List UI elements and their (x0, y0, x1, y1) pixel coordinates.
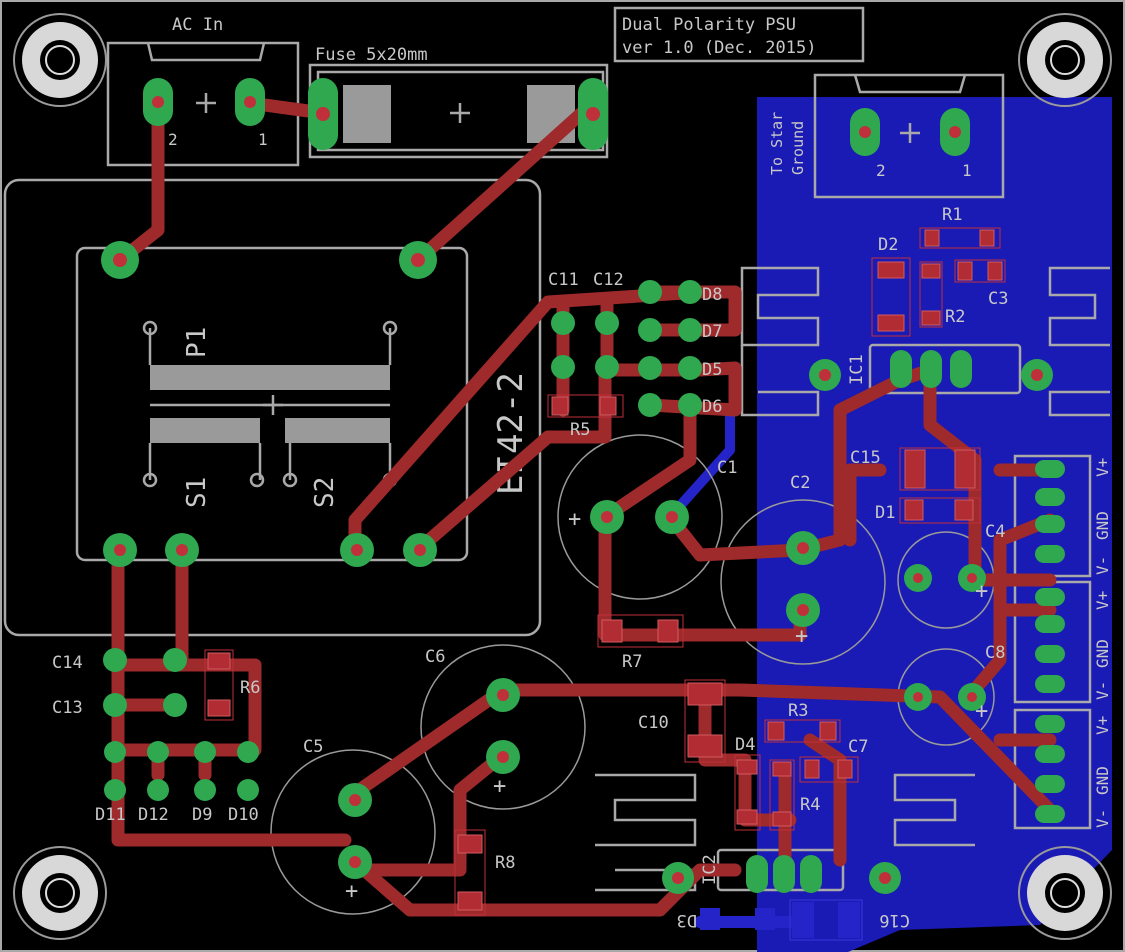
label-c5: C5 (303, 737, 323, 757)
ac-in-label: AC In (172, 15, 223, 35)
transformer: P1 S1 S2 EI42-2 (3, 178, 542, 637)
label-r7: R7 (622, 652, 642, 672)
label-c12: C12 (593, 270, 624, 290)
hdr-bot-vminus: V- (1093, 809, 1112, 828)
label-d3: D3 (677, 910, 697, 930)
bottom-trace-c1 (665, 405, 735, 522)
star-ground-label-2: Ground (789, 121, 807, 175)
transformer-s2-label: S2 (310, 477, 340, 508)
transformer-primary-label: P1 (182, 327, 212, 358)
label-c14: C14 (52, 653, 83, 673)
label-r3: R3 (788, 701, 808, 721)
mounting-hole-tl (13, 13, 107, 107)
star-ground-pin1-label: 1 (962, 161, 972, 180)
label-d10: D10 (228, 805, 259, 825)
label-c13: C13 (52, 698, 83, 718)
label-d9: D9 (192, 805, 212, 825)
label-c15: C15 (850, 448, 881, 468)
label-c4: C4 (985, 522, 1005, 542)
hdr-bot-gnd: GND (1093, 766, 1112, 795)
plus-c2: + (795, 624, 808, 649)
label-ic2: IC2 (700, 854, 720, 885)
label-c11: C11 (548, 270, 579, 290)
hdr-mid-gnd: GND (1093, 639, 1112, 668)
title-block: Dual Polarity PSU ver 1.0 (Dec. 2015) (613, 6, 865, 63)
ac-in-pin1-label: 1 (258, 130, 268, 149)
star-ground-pin2-label: 2 (876, 161, 886, 180)
smd-components (204, 227, 1006, 941)
mounting-hole-br (1018, 846, 1112, 940)
polarity-marks: + + + + + + (345, 507, 988, 904)
star-ground-connector: To Star Ground 2 1 (768, 73, 1005, 199)
label-d6: D6 (702, 397, 722, 417)
hdr-mid-vminus: V- (1093, 681, 1112, 700)
label-d4: D4 (735, 735, 755, 755)
hdr-mid-vplus: V+ (1093, 591, 1112, 610)
header-labels: V+ GND V- V+ GND V- V+ GND V- (1093, 458, 1112, 828)
star-ground-label-1: To Star (768, 112, 786, 175)
label-d7: D7 (702, 322, 722, 342)
fuse-label: Fuse 5x20mm (315, 45, 428, 65)
hdr-top-gnd: GND (1093, 511, 1112, 540)
label-d11: D11 (95, 805, 126, 825)
label-c1: C1 (717, 458, 737, 478)
label-c8: C8 (985, 643, 1005, 663)
title-line1: Dual Polarity PSU (622, 15, 796, 35)
label-c3: C3 (988, 289, 1008, 309)
label-d2: D2 (878, 235, 898, 255)
plus-c5: + (345, 879, 358, 904)
through-hole-pads (101, 78, 1065, 894)
mounting-hole-bl (13, 846, 107, 940)
electrolytic-outlines (270, 434, 995, 915)
hdr-bot-vplus: V+ (1093, 716, 1112, 735)
label-r2: R2 (945, 307, 965, 327)
label-c10: C10 (638, 713, 669, 733)
label-d8: D8 (702, 285, 722, 305)
hdr-top-vminus: V- (1093, 556, 1112, 575)
label-r8: R8 (495, 853, 515, 873)
label-d1: D1 (875, 503, 895, 523)
label-c16: C16 (879, 910, 910, 930)
label-r1: R1 (942, 205, 962, 225)
label-c2: C2 (790, 473, 810, 493)
plus-c6: + (493, 774, 506, 799)
hdr-top-vplus: V+ (1093, 458, 1112, 477)
transformer-s1-label: S1 (182, 477, 212, 508)
label-c7: C7 (848, 737, 868, 757)
label-ic1: IC1 (847, 354, 867, 385)
label-r6: R6 (240, 678, 260, 698)
plus-c8: + (975, 699, 988, 724)
title-line2: ver 1.0 (Dec. 2015) (622, 38, 816, 58)
label-c6: C6 (425, 647, 445, 667)
label-d5: D5 (702, 360, 722, 380)
label-r4: R4 (800, 795, 820, 815)
mounting-hole-tr (1018, 13, 1112, 107)
component-labels: C1 C2 C3 C4 C5 C6 C7 C8 C10 C11 C12 C13 … (52, 205, 1008, 930)
heatsink-ic1 (740, 266, 1110, 417)
plus-c1: + (568, 507, 581, 532)
ac-in-pin2-label: 2 (168, 130, 178, 149)
label-d12: D12 (138, 805, 169, 825)
label-r5: R5 (570, 420, 590, 440)
plus-c4: + (975, 579, 988, 604)
